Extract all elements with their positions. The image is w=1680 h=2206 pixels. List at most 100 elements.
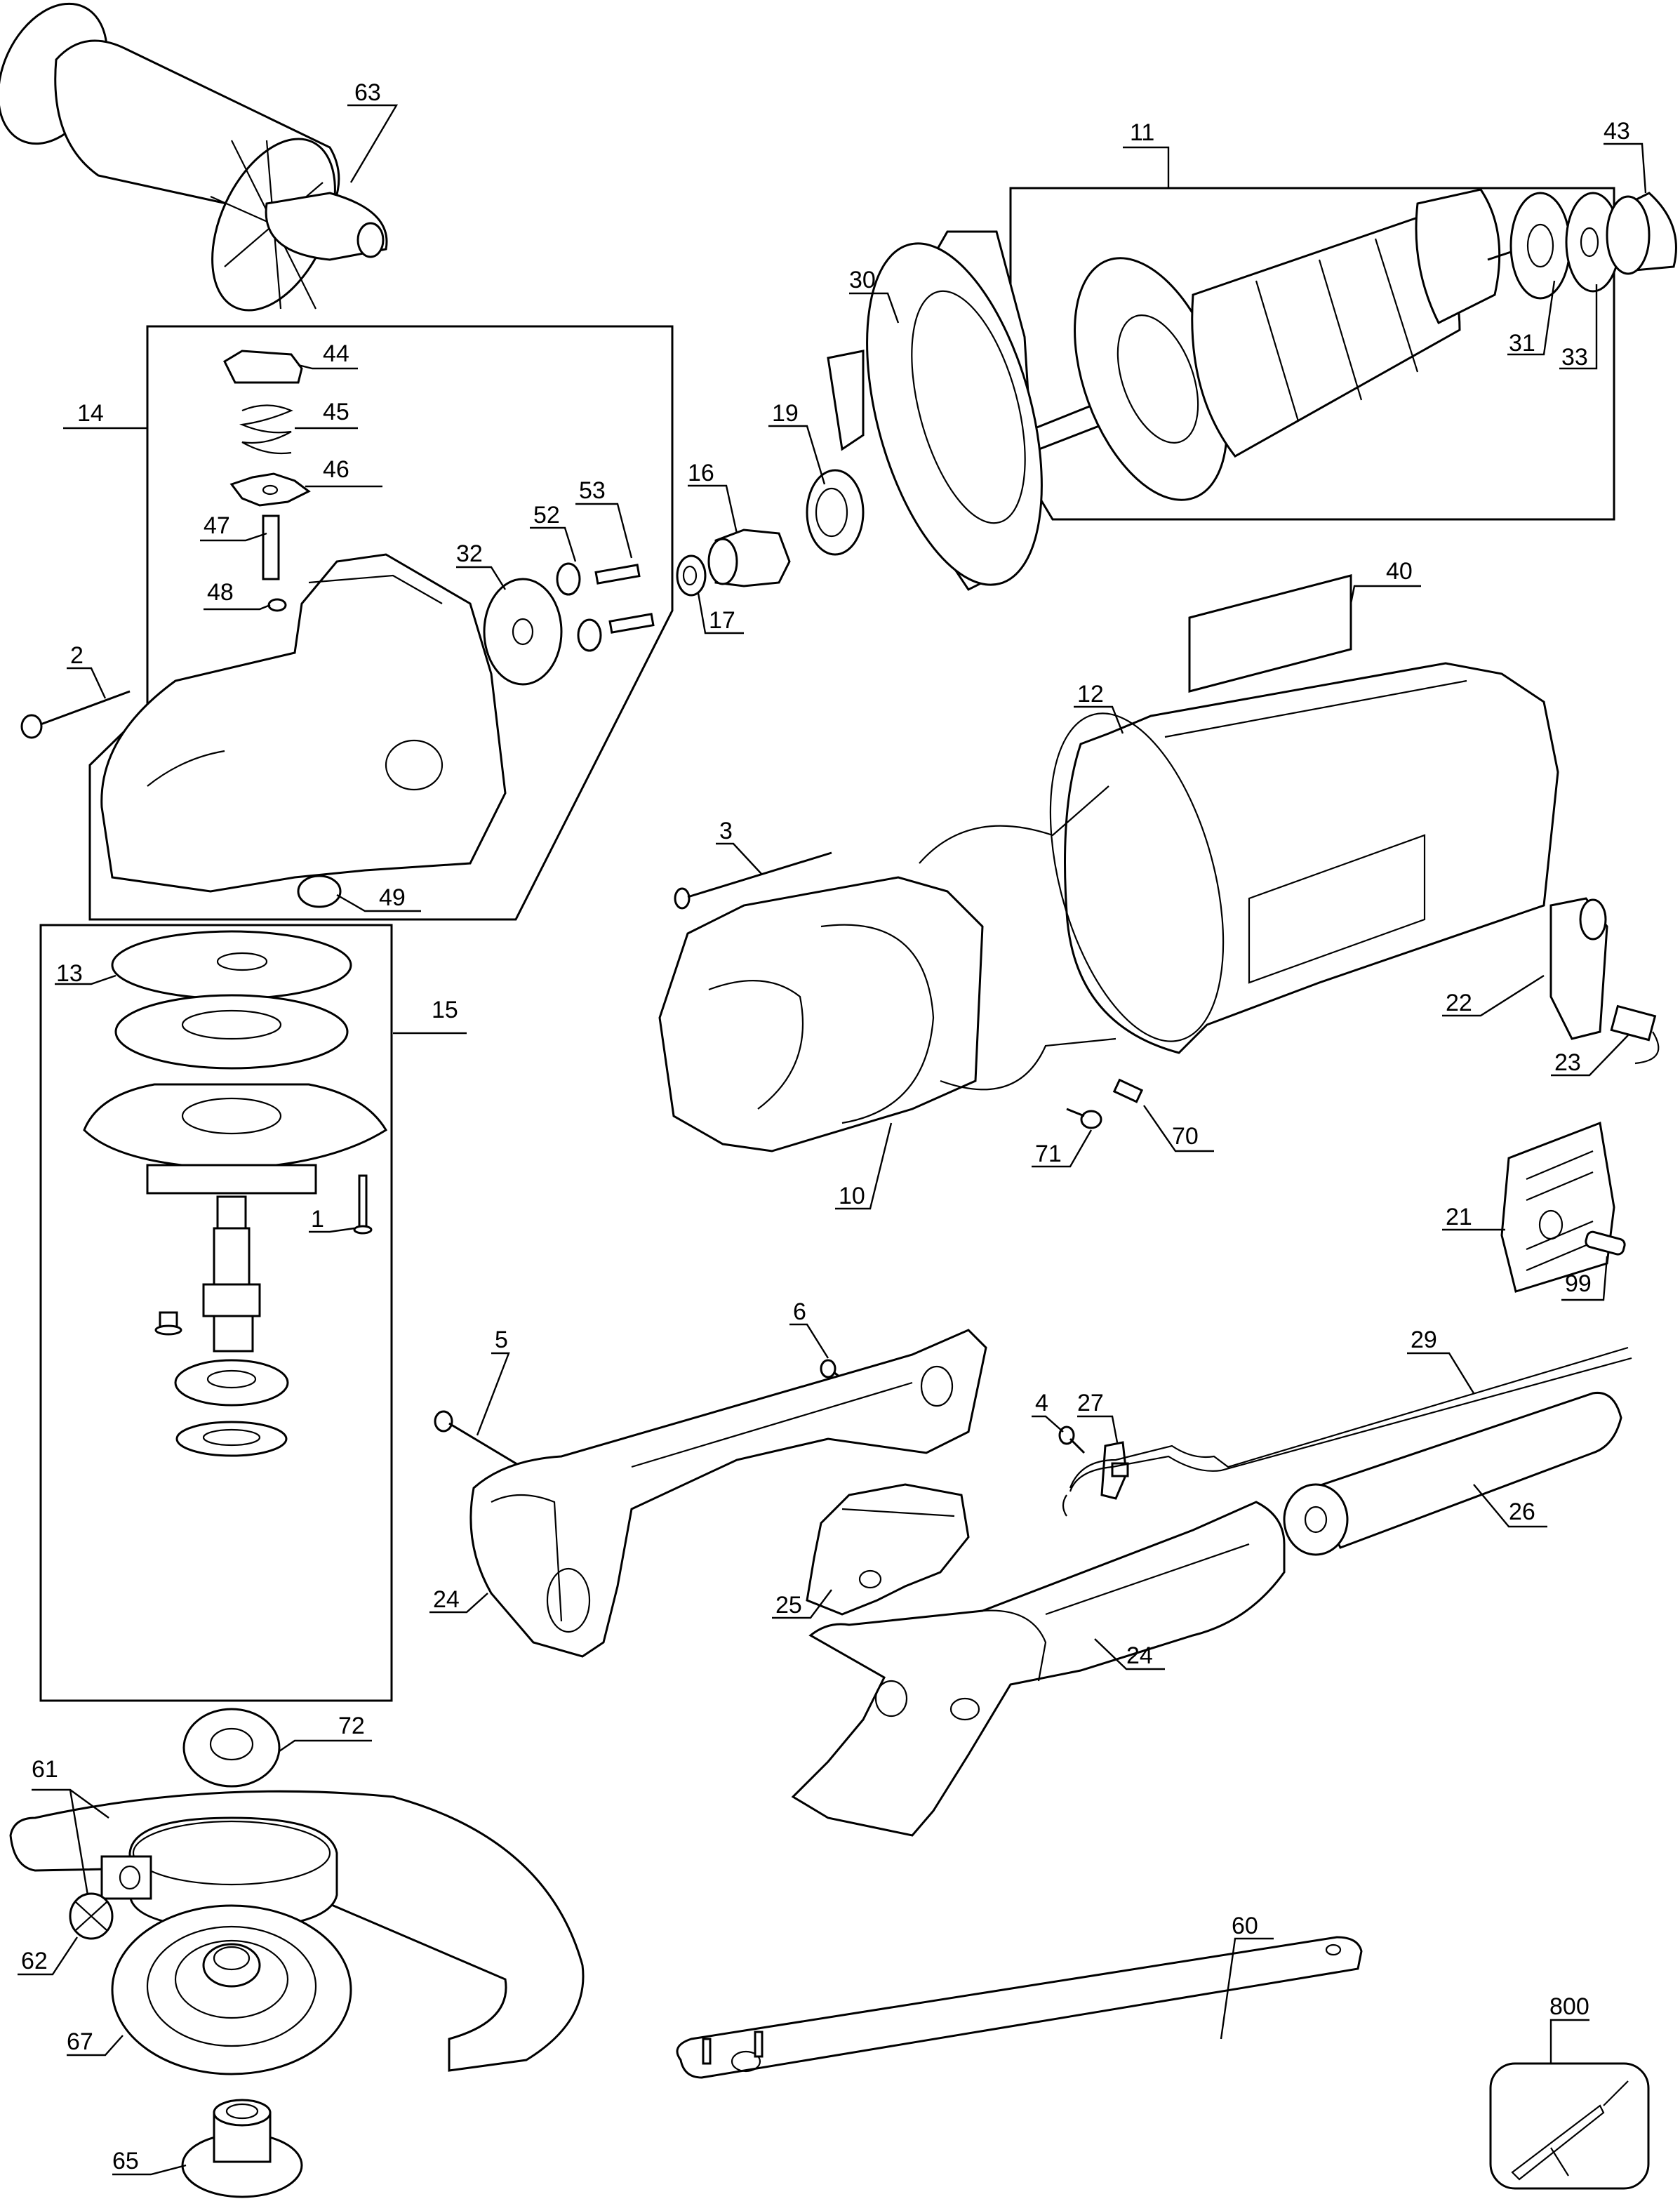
label-3: 3: [719, 818, 733, 844]
label-15: 15: [432, 997, 458, 1023]
part-31-ball-bearing[interactable]: [1509, 192, 1571, 300]
leader-65: [112, 2164, 187, 2176]
part-17-nut[interactable]: [676, 554, 707, 597]
label-31: 31: [1509, 330, 1535, 357]
part-53-screw[interactable]: [594, 564, 655, 634]
part-29-cord[interactable]: [1062, 1346, 1632, 1517]
label-1: 1: [311, 1206, 324, 1232]
leader-47: [200, 532, 267, 542]
part-40-nameplate[interactable]: [1188, 574, 1352, 693]
leader-99: [1561, 1256, 1608, 1301]
part-16-lock-button[interactable]: [707, 529, 791, 587]
label-48: 48: [207, 579, 234, 606]
part-44-spindle-lock-cap[interactable]: [223, 350, 303, 384]
part-21-end-cap[interactable]: [1500, 1121, 1615, 1293]
label-45: 45: [323, 399, 349, 425]
part-46-lock-plate[interactable]: [229, 472, 311, 507]
leader-22: [1442, 974, 1545, 1017]
label-16: 16: [688, 460, 714, 486]
part-3-screw[interactable]: [674, 851, 832, 910]
label-29: 29: [1411, 1327, 1437, 1353]
part-47-lock-pin[interactable]: [262, 514, 280, 580]
leader-12: [1074, 705, 1124, 734]
leader-25: [772, 1589, 832, 1619]
part-70-connector[interactable]: [1112, 1078, 1144, 1103]
label-71: 71: [1035, 1141, 1062, 1167]
label-22: 22: [1446, 990, 1472, 1016]
label-24b: 24: [1126, 1642, 1153, 1669]
part-99-screw[interactable]: [1585, 1230, 1626, 1256]
part-10-field[interactable]: [658, 785, 1116, 1152]
label-12: 12: [1077, 681, 1104, 707]
part-62-guard-screw[interactable]: [69, 1892, 114, 1940]
part-45-spring[interactable]: [239, 404, 293, 455]
label-4: 4: [1035, 1390, 1048, 1416]
part-30-baffle[interactable]: [827, 225, 1074, 604]
part-48-o-ring[interactable]: [267, 598, 287, 612]
leader-62: [18, 1936, 79, 1976]
part-43-bearing-sleeve[interactable]: [1606, 192, 1677, 275]
label-24a: 24: [433, 1586, 460, 1613]
part-2-screw[interactable]: [20, 690, 131, 739]
part-15-spindle-assembly[interactable]: [83, 994, 388, 1457]
leader-29: [1407, 1352, 1475, 1394]
part-67-wheel-flange[interactable]: [111, 1904, 352, 2075]
leader-27: [1077, 1415, 1119, 1443]
part-72-bearing[interactable]: [182, 1708, 281, 1788]
part-12-motor-housing[interactable]: [1019, 662, 1559, 1060]
part-49-bushing[interactable]: [297, 875, 342, 908]
part-71-terminal[interactable]: [1066, 1108, 1102, 1129]
spindle-group-box: [39, 924, 393, 1702]
label-6: 6: [793, 1298, 806, 1325]
label-13: 13: [56, 960, 83, 987]
leader-17: [697, 592, 744, 634]
label-70: 70: [1172, 1123, 1199, 1150]
part-24-handle-half-left[interactable]: [469, 1329, 987, 1658]
part-60-spanner-wrench[interactable]: [676, 1936, 1363, 2079]
part-22-brush-holder[interactable]: [1549, 897, 1608, 1040]
leader-6: [789, 1323, 829, 1359]
label-17: 17: [709, 607, 735, 634]
label-800: 800: [1549, 1993, 1589, 2020]
label-44: 44: [323, 340, 349, 367]
part-27-cord-clamp[interactable]: [1100, 1441, 1129, 1500]
part-23-brush[interactable]: [1610, 1004, 1660, 1065]
part-13-retaining-ring[interactable]: [111, 930, 352, 1000]
leader-24b: [1094, 1638, 1165, 1670]
leader-44: [298, 364, 358, 370]
part-61-guard[interactable]: [9, 1790, 585, 2072]
label-33: 33: [1561, 344, 1588, 371]
part-800-accessory[interactable]: [1489, 2062, 1650, 2190]
leader-11: [1123, 146, 1170, 188]
label-72: 72: [338, 1713, 365, 1739]
part-63-side-handle[interactable]: [0, 0, 388, 330]
label-47: 47: [204, 512, 230, 539]
part-25-switch[interactable]: [806, 1483, 970, 1616]
label-21: 21: [1446, 1204, 1472, 1230]
leader-1: [309, 1227, 355, 1233]
part-65-clamp-nut[interactable]: [181, 2099, 303, 2198]
part-1-screw[interactable]: [353, 1174, 373, 1235]
label-52: 52: [533, 502, 560, 529]
part-4-screw[interactable]: [1058, 1426, 1086, 1454]
leader-53: [575, 503, 633, 559]
leader-60: [1220, 1937, 1274, 2040]
label-32: 32: [456, 540, 483, 567]
leader-33: [1559, 284, 1598, 370]
label-62: 62: [21, 1948, 48, 1974]
part-19-bearing-retainer[interactable]: [806, 469, 865, 556]
leader-63: [347, 104, 399, 183]
leader-4: [1032, 1415, 1064, 1433]
leader-16: [688, 484, 738, 534]
part-26-cord-protector[interactable]: [1283, 1391, 1622, 1556]
part-24-handle-half-right[interactable]: [791, 1501, 1286, 1837]
part-32-pinion[interactable]: [483, 578, 563, 686]
part-11-armature[interactable]: [1016, 188, 1531, 521]
part-14-gear-case[interactable]: [100, 553, 507, 893]
leader-70: [1143, 1105, 1214, 1152]
leader-10: [835, 1122, 893, 1210]
label-2: 2: [70, 642, 84, 669]
part-52-washer[interactable]: [556, 562, 602, 652]
label-63: 63: [354, 79, 381, 106]
